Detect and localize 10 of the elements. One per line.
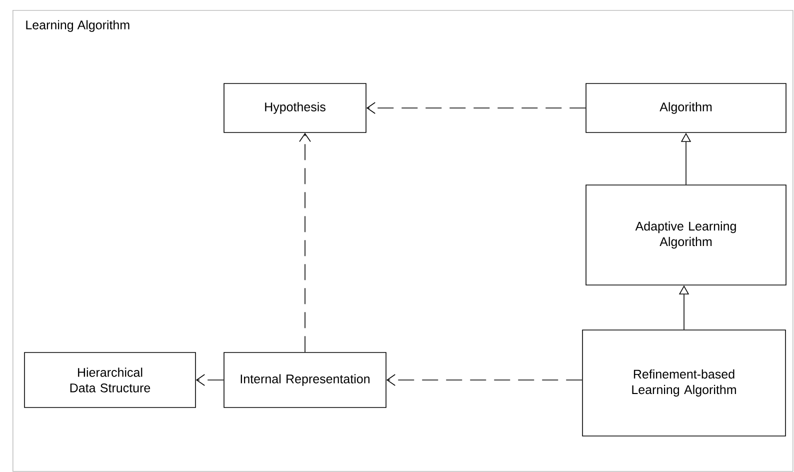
- class-box: Refinement-based Learning Algorithm: [582, 330, 786, 436]
- dependency-arrow: [366, 102, 586, 114]
- dependency-arrow: [386, 374, 582, 386]
- dependency-arrow: [299, 132, 311, 352]
- class-box: Algorithm: [586, 83, 786, 133]
- class-box: Hypothesis: [224, 83, 366, 133]
- dependency-arrow: [196, 374, 224, 386]
- class-box: Internal Representation: [224, 352, 386, 408]
- class-box: Hierarchical Data Structure: [24, 352, 196, 408]
- class-box: Adaptive Learning Algorithm: [586, 184, 786, 286]
